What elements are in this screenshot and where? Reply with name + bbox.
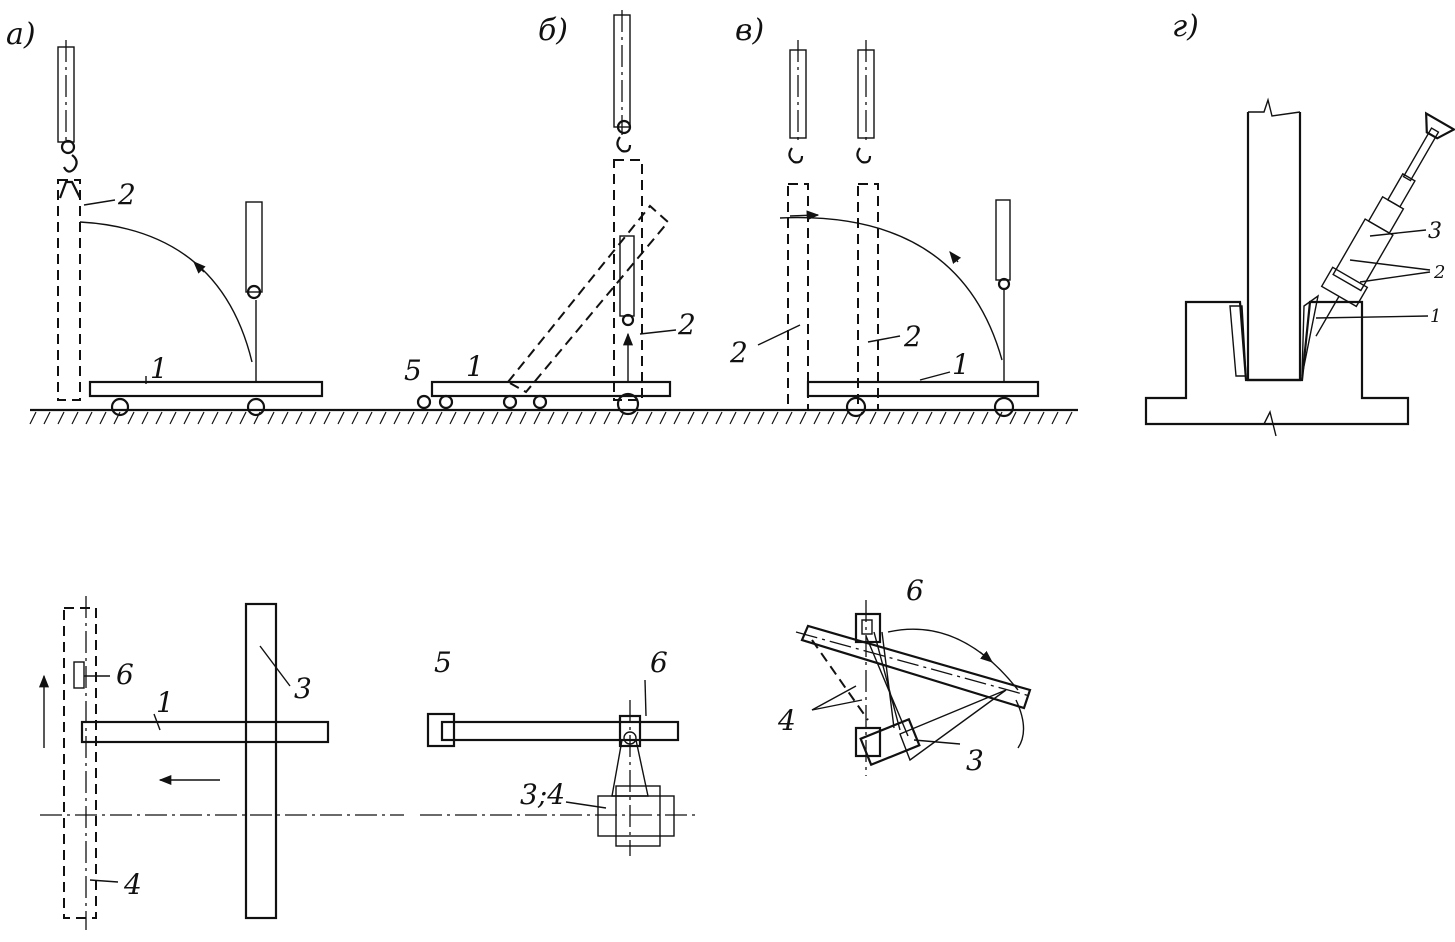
v-plan-label-6: 6: [906, 574, 924, 607]
a-plan-label-3: 3: [294, 672, 312, 705]
panel-b-elevation: 5 1 2: [404, 10, 696, 416]
b-plan-label-34: 3;4: [520, 778, 565, 811]
g-label-3: 3: [1428, 219, 1442, 244]
panel-label-b: б): [538, 13, 568, 48]
panel-b-plan: 5 6 3;4: [420, 646, 700, 856]
panel-label-v: в): [735, 13, 764, 48]
panel-a-elevation: 2 1: [57, 40, 324, 417]
panel-v-elevation: 2 2 1: [729, 40, 1040, 418]
a-label-2: 2: [117, 178, 136, 211]
b-label-5: 5: [404, 354, 422, 387]
a-plan-label-4: 4: [123, 868, 142, 901]
panel-a-plan: 6 1 3 4: [38, 596, 404, 930]
v-plan-label-3: 3: [966, 744, 984, 777]
b-plan-label-5: 5: [434, 646, 452, 679]
v-label-2-mid: 2: [903, 320, 922, 353]
b-plan-label-6: 6: [650, 646, 668, 679]
v-label-1: 1: [952, 348, 970, 381]
panel-v-plan: 6 4 3: [777, 574, 1032, 777]
a-plan-label-1: 1: [156, 686, 174, 719]
g-label-1: 1: [1430, 306, 1441, 327]
panel-label-a: а): [6, 17, 36, 52]
b-label-1: 1: [466, 350, 484, 383]
panel-g-detail: 3 2 1: [1144, 97, 1455, 437]
b-label-2: 2: [677, 308, 696, 341]
a-plan-label-6: 6: [116, 658, 134, 691]
ground-line: [29, 408, 1078, 425]
g-label-2: 2: [1433, 262, 1445, 283]
panel-label-g: г): [1172, 9, 1199, 44]
a-label-1: 1: [150, 352, 168, 385]
v-label-2-left: 2: [729, 336, 748, 369]
v-plan-label-4: 4: [777, 704, 796, 737]
